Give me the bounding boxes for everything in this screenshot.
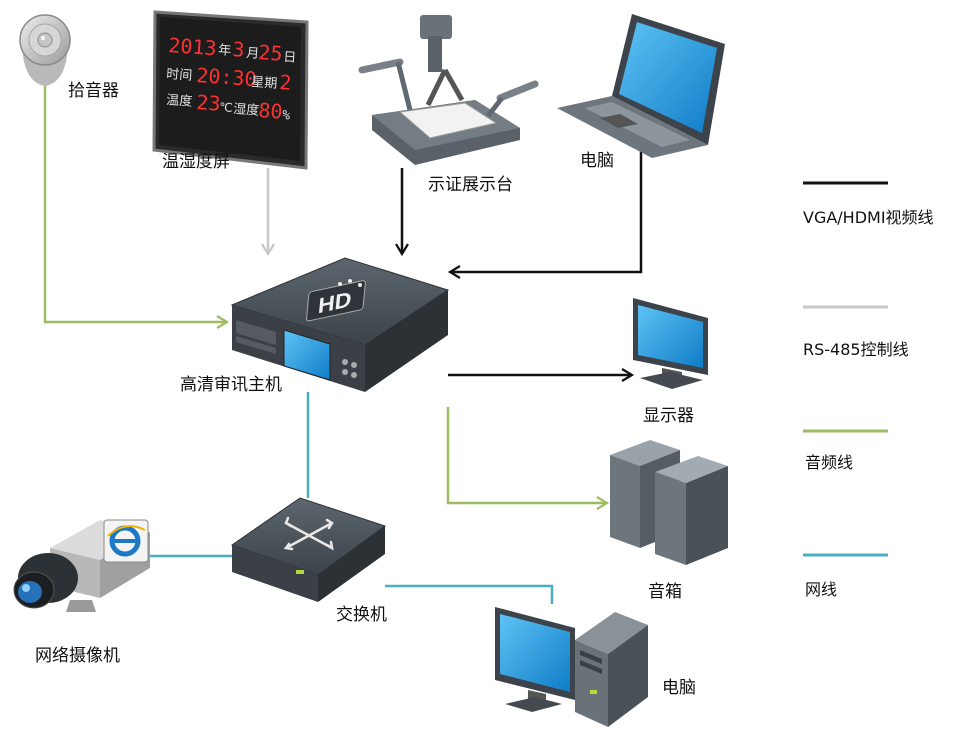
legend-label-control: RS-485控制线	[803, 340, 909, 359]
led-month: 3	[232, 37, 246, 62]
legend: VGA/HDMI视频线 RS-485控制线 音频线 网线	[803, 181, 934, 599]
audio-line-mic-to-host	[43, 85, 230, 329]
legend-label-network: 网线	[805, 580, 837, 599]
led-temp-label: 温度	[166, 92, 193, 110]
legend-label-video: VGA/HDMI视频线	[803, 208, 934, 227]
led-year-unit: 年	[218, 43, 232, 59]
led-week: 2	[279, 70, 293, 95]
led-time: 20:30	[196, 63, 258, 91]
desktop-pc-label: 电脑	[662, 678, 696, 698]
led-day-unit: 日	[283, 50, 297, 66]
monitor-icon	[633, 298, 708, 389]
temp-humidity-screen-label: 温湿度屏	[162, 152, 230, 172]
hd-recorder-icon: HD	[230, 257, 450, 392]
led-temp-unit: ℃	[219, 100, 233, 115]
connections	[43, 85, 643, 604]
led-day: 25	[258, 40, 284, 66]
led-week-label: 星期	[251, 75, 278, 92]
speakers-label: 音箱	[648, 582, 682, 602]
led-month-unit: 月	[246, 46, 260, 62]
switch-label: 交换机	[336, 605, 387, 625]
network-camera-label: 网络摄像机	[35, 646, 120, 666]
audio-line-host-to-speakers	[446, 407, 610, 510]
microphone-icon	[19, 14, 71, 86]
video-line-laptop-to-host	[447, 150, 643, 279]
network-camera-icon	[13, 519, 150, 612]
temp-humidity-screen-icon: 2013 年 3 月 25 日 时间 20:30 星期 2 温度 23 ℃ 湿度…	[152, 10, 309, 170]
switch-icon	[230, 497, 387, 602]
led-temp: 23	[196, 90, 222, 116]
legend-label-audio: 音频线	[805, 453, 853, 472]
document-camera-label: 示证展示台	[428, 175, 513, 195]
hd-recorder-label: 高清审讯主机	[180, 375, 282, 395]
network-line-switch-to-pc	[385, 584, 554, 604]
led-time-label: 时间	[166, 67, 193, 84]
led-year: 2013	[168, 33, 218, 60]
led-hum-label: 湿度	[233, 101, 260, 119]
microphone-label: 拾音器	[68, 81, 119, 101]
document-camera-icon	[358, 15, 539, 165]
desktop-pc-icon	[495, 607, 648, 727]
speakers-icon	[610, 440, 728, 565]
led-hum: 80	[258, 98, 284, 124]
laptop-label: 电脑	[580, 151, 614, 171]
monitor-label: 显示器	[643, 406, 694, 426]
led-hum-unit: %	[282, 108, 291, 124]
laptop-icon	[557, 14, 725, 158]
